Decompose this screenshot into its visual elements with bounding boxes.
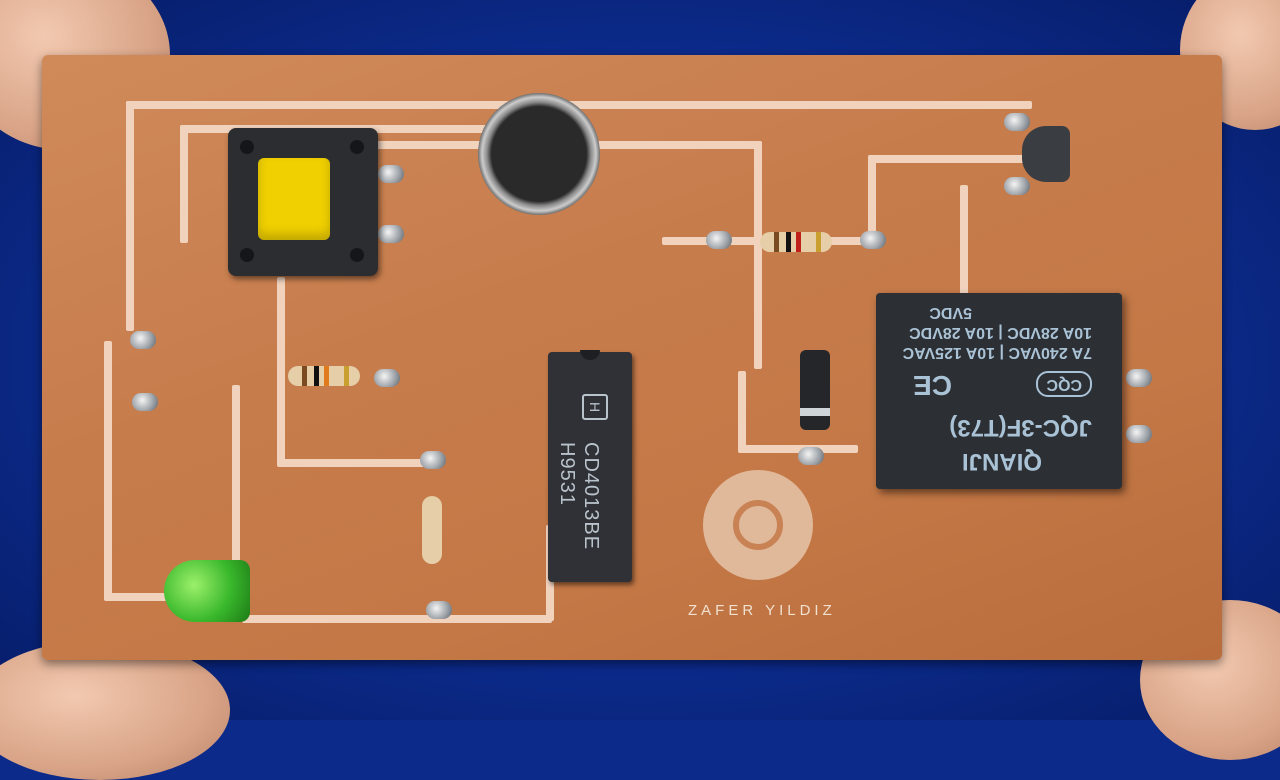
relay-brand: QIANJI [961, 448, 1042, 475]
copper-trace [277, 277, 285, 465]
transistor [1022, 126, 1070, 182]
copper-trace [242, 615, 552, 623]
electret-microphone [478, 93, 600, 215]
green-led [164, 560, 250, 622]
copper-trace [868, 155, 876, 245]
tactile-push-button [228, 128, 378, 276]
button-corner-dot [350, 140, 364, 154]
solder-pad [130, 331, 156, 349]
relay-rating-dc: 10A 28VDC | 10A 28VDC [909, 324, 1092, 341]
copper-trace [960, 185, 968, 295]
button-corner-dot [240, 248, 254, 262]
copper-trace [754, 141, 762, 369]
solder-pad [706, 231, 732, 249]
solder-pad [860, 231, 886, 249]
resistor [760, 232, 832, 252]
copper-trace [738, 371, 746, 451]
copper-trace [104, 341, 112, 597]
solder-pad [374, 369, 400, 387]
ic-date-code: H9531 [556, 442, 578, 506]
button-corner-dot [240, 140, 254, 154]
relay-model: JQC-3F(T73) [949, 414, 1092, 441]
diode [800, 350, 830, 430]
solder-pad [420, 451, 446, 469]
copper-trace [868, 155, 1028, 163]
designer-signature: ZAFER YILDIZ [688, 602, 836, 619]
solder-pad [378, 165, 404, 183]
cd4013-ic-chip: H9531 CD4013BE H [548, 350, 632, 582]
solder-pad [426, 601, 452, 619]
relay-cert-cqc: CQC [1036, 371, 1092, 397]
solder-pad [132, 393, 158, 411]
copper-trace [126, 101, 1032, 109]
button-corner-dot [350, 248, 364, 262]
ic-logo: H [582, 394, 608, 420]
yellow-button-cap [258, 158, 330, 240]
relay-rating-ac: 7A 240VAC | 10A 125VAC [902, 344, 1092, 361]
solder-pad [1126, 369, 1152, 387]
copper-trace [126, 101, 134, 331]
copper-trace [277, 459, 437, 467]
resistor [288, 366, 360, 386]
resistor [422, 496, 442, 564]
ic-notch [580, 350, 600, 360]
relay-cert-ce: CE [913, 370, 952, 401]
solder-pad [798, 447, 824, 465]
relay-coil-voltage: 5VDC [929, 304, 972, 321]
solder-pad [1126, 425, 1152, 443]
solder-pad [1004, 113, 1030, 131]
copper-trace [180, 125, 188, 243]
ic-part-number: CD4013BE [580, 442, 602, 551]
sun-logo-etching [703, 470, 813, 580]
copper-trace [104, 593, 174, 601]
solder-pad [378, 225, 404, 243]
solder-pad [1004, 177, 1030, 195]
copper-trace [232, 385, 240, 565]
copper-trace [738, 445, 858, 453]
relay: QIANJI JQC-3F(T73) CQC CE 7A 240VAC | 10… [876, 293, 1122, 489]
